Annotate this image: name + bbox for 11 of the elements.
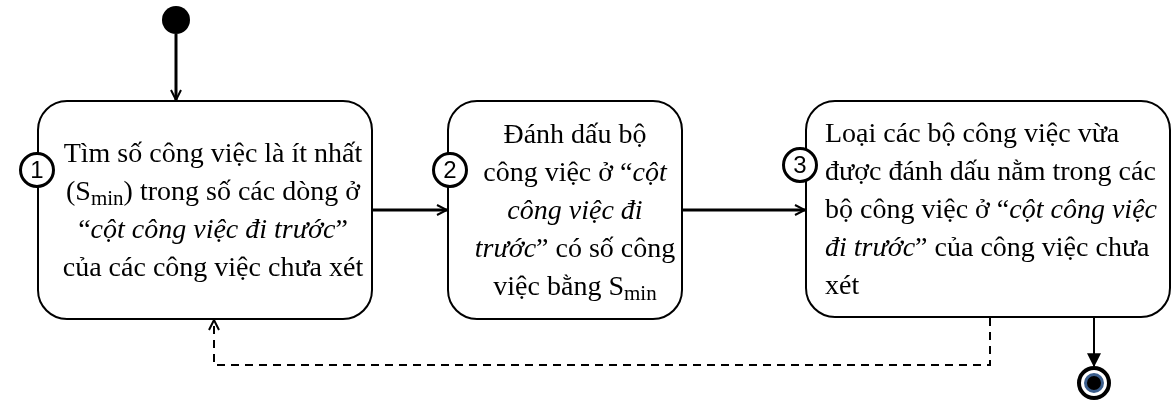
activity-text: Loại các bộ công việc vừa được đánh dấu nằm trong các bộ công việc ở “cột công việc đi trước” của công việc chưa xét	[825, 116, 1158, 302]
dashed-arrow	[208, 317, 991, 366]
end-node	[1077, 366, 1111, 400]
arrow	[373, 204, 448, 216]
activity-text: Tìm số công việc là ít nhất (S$_{min}$) trong số các dòng ở “cột công việc đi trước” của các công việc chưa xét	[61, 136, 365, 284]
arrow	[1087, 317, 1101, 368]
start-node	[162, 6, 190, 34]
activity-text: Đánh dấu bộ công việc ở “cột công việc đi trước” có số công việc bằng S$_{min}$	[473, 117, 677, 305]
arrow	[170, 34, 182, 101]
arrow	[683, 204, 806, 216]
activity-box	[805, 100, 1171, 318]
